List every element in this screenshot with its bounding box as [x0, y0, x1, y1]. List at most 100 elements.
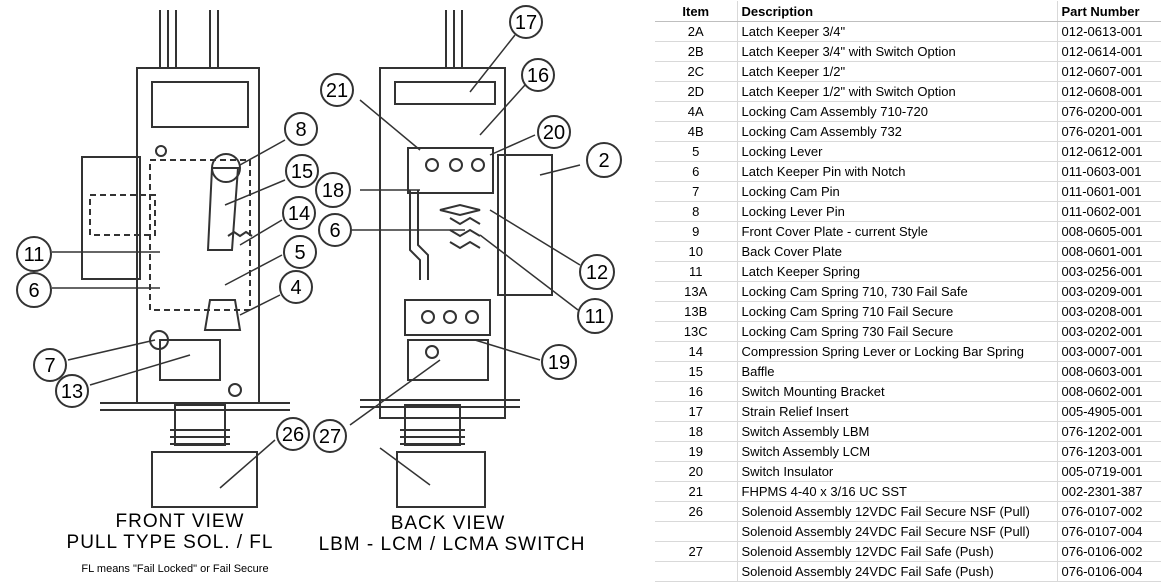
cell-item: 13B — [655, 301, 738, 322]
cell-part-number: 005-0719-001 — [1057, 461, 1161, 482]
cell-description: Locking Cam Spring 710, 730 Fail Safe — [737, 281, 1058, 302]
cell-description: Locking Cam Assembly 732 — [737, 121, 1058, 142]
exploded-parts-diagram: 8 15 14 11 6 5 4 7 13 26 27 17 16 21 20 … — [16, 5, 622, 575]
cell-part-number: 003-0007-001 — [1057, 341, 1161, 362]
back-view-subtitle: LBM - LCM / LCMA SWITCH — [319, 534, 586, 555]
cell-item: 18 — [655, 421, 738, 442]
cell-item: 9 — [655, 221, 738, 242]
cell-part-number: 011-0602-001 — [1057, 201, 1161, 222]
callout-8: 8 — [295, 119, 306, 141]
cell-description: Switch Assembly LCM — [737, 441, 1058, 462]
cell-item: 4A — [655, 101, 738, 122]
cell-part-number: 076-1202-001 — [1057, 421, 1161, 442]
cell-description: Locking Cam Pin — [737, 181, 1058, 202]
cell-item: 26 — [655, 501, 738, 522]
cell-description: Back Cover Plate — [737, 241, 1058, 262]
cell-description: Compression Spring Lever or Locking Bar … — [737, 341, 1058, 362]
callout-27: 27 — [319, 426, 341, 448]
cell-description: Switch Mounting Bracket — [737, 381, 1058, 402]
table-row: Solenoid Assembly 24VDC Fail Safe (Push)… — [655, 561, 1161, 582]
callout-11-front: 11 — [24, 244, 45, 266]
table-row: Solenoid Assembly 24VDC Fail Secure NSF … — [655, 521, 1161, 542]
header-part-number: Part Number — [1057, 1, 1161, 22]
cell-item: 8 — [655, 201, 738, 222]
cell-item: 2A — [655, 21, 738, 42]
cell-description: Locking Cam Spring 710 Fail Secure — [737, 301, 1058, 322]
cell-part-number: 002-2301-387 — [1057, 481, 1161, 502]
callout-6-front: 6 — [28, 280, 39, 302]
cell-description: Solenoid Assembly 12VDC Fail Secure NSF … — [737, 501, 1058, 522]
cell-part-number: 008-0605-001 — [1057, 221, 1161, 242]
cell-item: 7 — [655, 181, 738, 202]
cell-part-number: 012-0614-001 — [1057, 41, 1161, 62]
back-view-drawing — [360, 10, 553, 508]
cell-item: 20 — [655, 461, 738, 482]
cell-description: Locking Lever Pin — [737, 201, 1058, 222]
cell-item: 2D — [655, 81, 738, 102]
cell-part-number: 005-4905-001 — [1057, 401, 1161, 422]
callout-6-back: 6 — [329, 220, 340, 242]
cell-part-number: 012-0613-001 — [1057, 21, 1161, 42]
cell-part-number: 003-0208-001 — [1057, 301, 1161, 322]
cell-item: 6 — [655, 161, 738, 182]
cell-description: Baffle — [737, 361, 1058, 382]
cell-description: Latch Keeper 3/4" with Switch Option — [737, 41, 1058, 62]
callout-18: 18 — [322, 180, 344, 202]
callout-26: 26 — [282, 424, 304, 446]
cell-item: 16 — [655, 381, 738, 402]
cell-description: Solenoid Assembly 12VDC Fail Safe (Push) — [737, 541, 1058, 562]
cell-item: 5 — [655, 141, 738, 162]
cell-item: 4B — [655, 121, 738, 142]
cell-description: Latch Keeper 3/4" — [737, 21, 1058, 42]
cell-item: 13A — [655, 281, 738, 302]
callout-circles — [16, 5, 622, 453]
cell-description: Switch Insulator — [737, 461, 1058, 482]
cell-item: 2B — [655, 41, 738, 62]
view-titles: FRONT VIEW PULL TYPE SOL. / FL BACK VIEW… — [67, 511, 586, 575]
cell-part-number: 011-0603-001 — [1057, 161, 1161, 182]
cell-description: Locking Lever — [737, 141, 1058, 162]
cell-description: Front Cover Plate - current Style — [737, 221, 1058, 242]
callout-14: 14 — [288, 203, 310, 225]
cell-part-number: 008-0602-001 — [1057, 381, 1161, 402]
cell-description: Solenoid Assembly 24VDC Fail Safe (Push) — [737, 561, 1058, 582]
cell-part-number: 003-0209-001 — [1057, 281, 1161, 302]
front-view-title: FRONT VIEW — [116, 511, 245, 532]
cell-part-number: 008-0603-001 — [1057, 361, 1161, 382]
cell-item — [655, 561, 738, 582]
callout-4: 4 — [290, 277, 301, 299]
leader-lines — [52, 34, 581, 489]
cell-part-number: 076-0107-004 — [1057, 521, 1161, 542]
cell-part-number: 008-0601-001 — [1057, 241, 1161, 262]
callout-19: 19 — [548, 352, 570, 374]
callout-17: 17 — [515, 12, 537, 34]
cell-item — [655, 521, 738, 542]
cell-description: Solenoid Assembly 24VDC Fail Secure NSF … — [737, 521, 1058, 542]
cell-part-number: 076-0107-002 — [1057, 501, 1161, 522]
cell-description: Locking Cam Spring 730 Fail Secure — [737, 321, 1058, 342]
cell-item: 17 — [655, 401, 738, 422]
fail-locked-note: FL means "Fail Locked" or Fail Secure — [81, 563, 268, 575]
cell-item: 2C — [655, 61, 738, 82]
callout-20: 20 — [543, 122, 565, 144]
header-description: Description — [737, 1, 1058, 22]
